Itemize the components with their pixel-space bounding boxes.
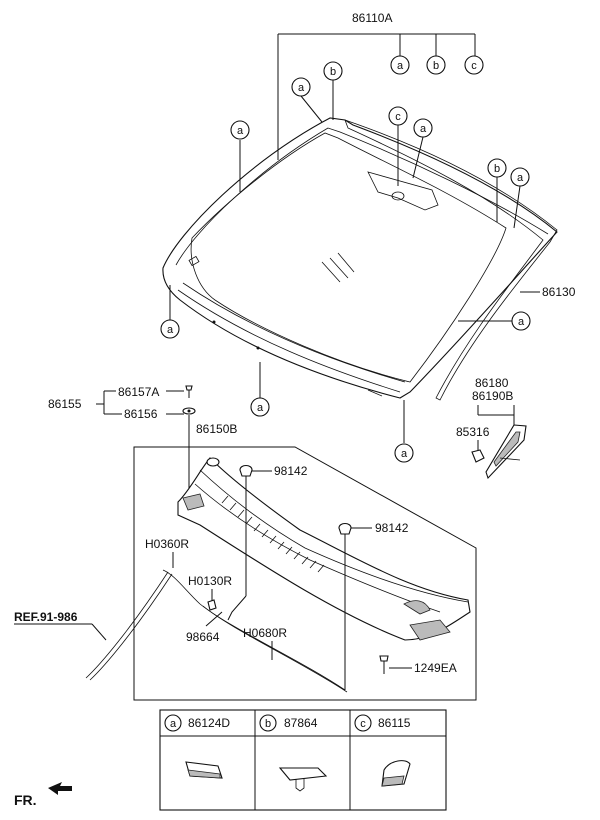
front-arrow-icon — [48, 782, 72, 795]
label-h0680r: H0680R — [243, 626, 287, 640]
circle-b: b — [330, 66, 336, 78]
legend-letter-c: c — [360, 718, 366, 730]
label-98142-right: 98142 — [375, 521, 409, 535]
label-h0360r: H0360R — [145, 537, 189, 551]
circle-a: a — [167, 324, 174, 336]
circle-c: c — [395, 111, 401, 123]
cowl-box: 86150B 98142 — [133, 422, 477, 701]
circle-a: a — [257, 402, 264, 414]
circle-a: a — [517, 172, 524, 184]
label-ref: REF.91-986 — [14, 610, 78, 624]
label-h0130r: H0130R — [188, 574, 232, 588]
garnish-group: 86180 86190B 85316 — [456, 376, 527, 480]
ref-group: REF.91-986 — [14, 571, 173, 681]
legend-part-a: 86124D — [188, 716, 230, 730]
label-86130: 86130 — [542, 285, 576, 299]
circle-a: a — [397, 60, 404, 72]
label-86110a: 86110A — [352, 11, 392, 25]
label-85316: 85316 — [456, 425, 490, 439]
legend-part-b: 87864 — [284, 716, 318, 730]
label-86155: 86155 — [48, 397, 82, 411]
label-86190b: 86190B — [472, 389, 513, 403]
label-1249ea: 1249EA — [414, 661, 457, 675]
circle-c: c — [471, 60, 477, 72]
circle-a: a — [420, 123, 427, 135]
label-86180: 86180 — [475, 376, 509, 390]
label-98142-upper: 98142 — [274, 464, 308, 478]
circle-a: a — [237, 125, 244, 137]
circle-b: b — [433, 60, 439, 72]
windshield-glass — [162, 117, 558, 399]
side-molding — [344, 119, 558, 401]
legend-part-c: 86115 — [378, 716, 411, 730]
clips-group: 86155 86157A 86156 — [48, 385, 196, 505]
circle-a: a — [298, 82, 305, 94]
legend-letter-a: a — [170, 718, 177, 730]
legend-table: a 86124D b 87864 c 86115 — [159, 709, 447, 811]
label-86156: 86156 — [124, 407, 158, 421]
front-indicator: FR. — [14, 782, 72, 808]
circle-a: a — [518, 316, 525, 328]
label-98664: 98664 — [186, 630, 220, 644]
circle-a: a — [401, 448, 408, 460]
label-front: FR. — [14, 792, 37, 808]
label-86157a: 86157A — [118, 385, 159, 399]
circle-b: b — [494, 163, 500, 175]
assembly-leaders — [169, 33, 540, 443]
legend-letter-b: b — [265, 718, 271, 730]
label-86150b: 86150B — [196, 422, 237, 436]
circle-callouts: a b c a a b c a b a a a a a — [160, 55, 531, 463]
